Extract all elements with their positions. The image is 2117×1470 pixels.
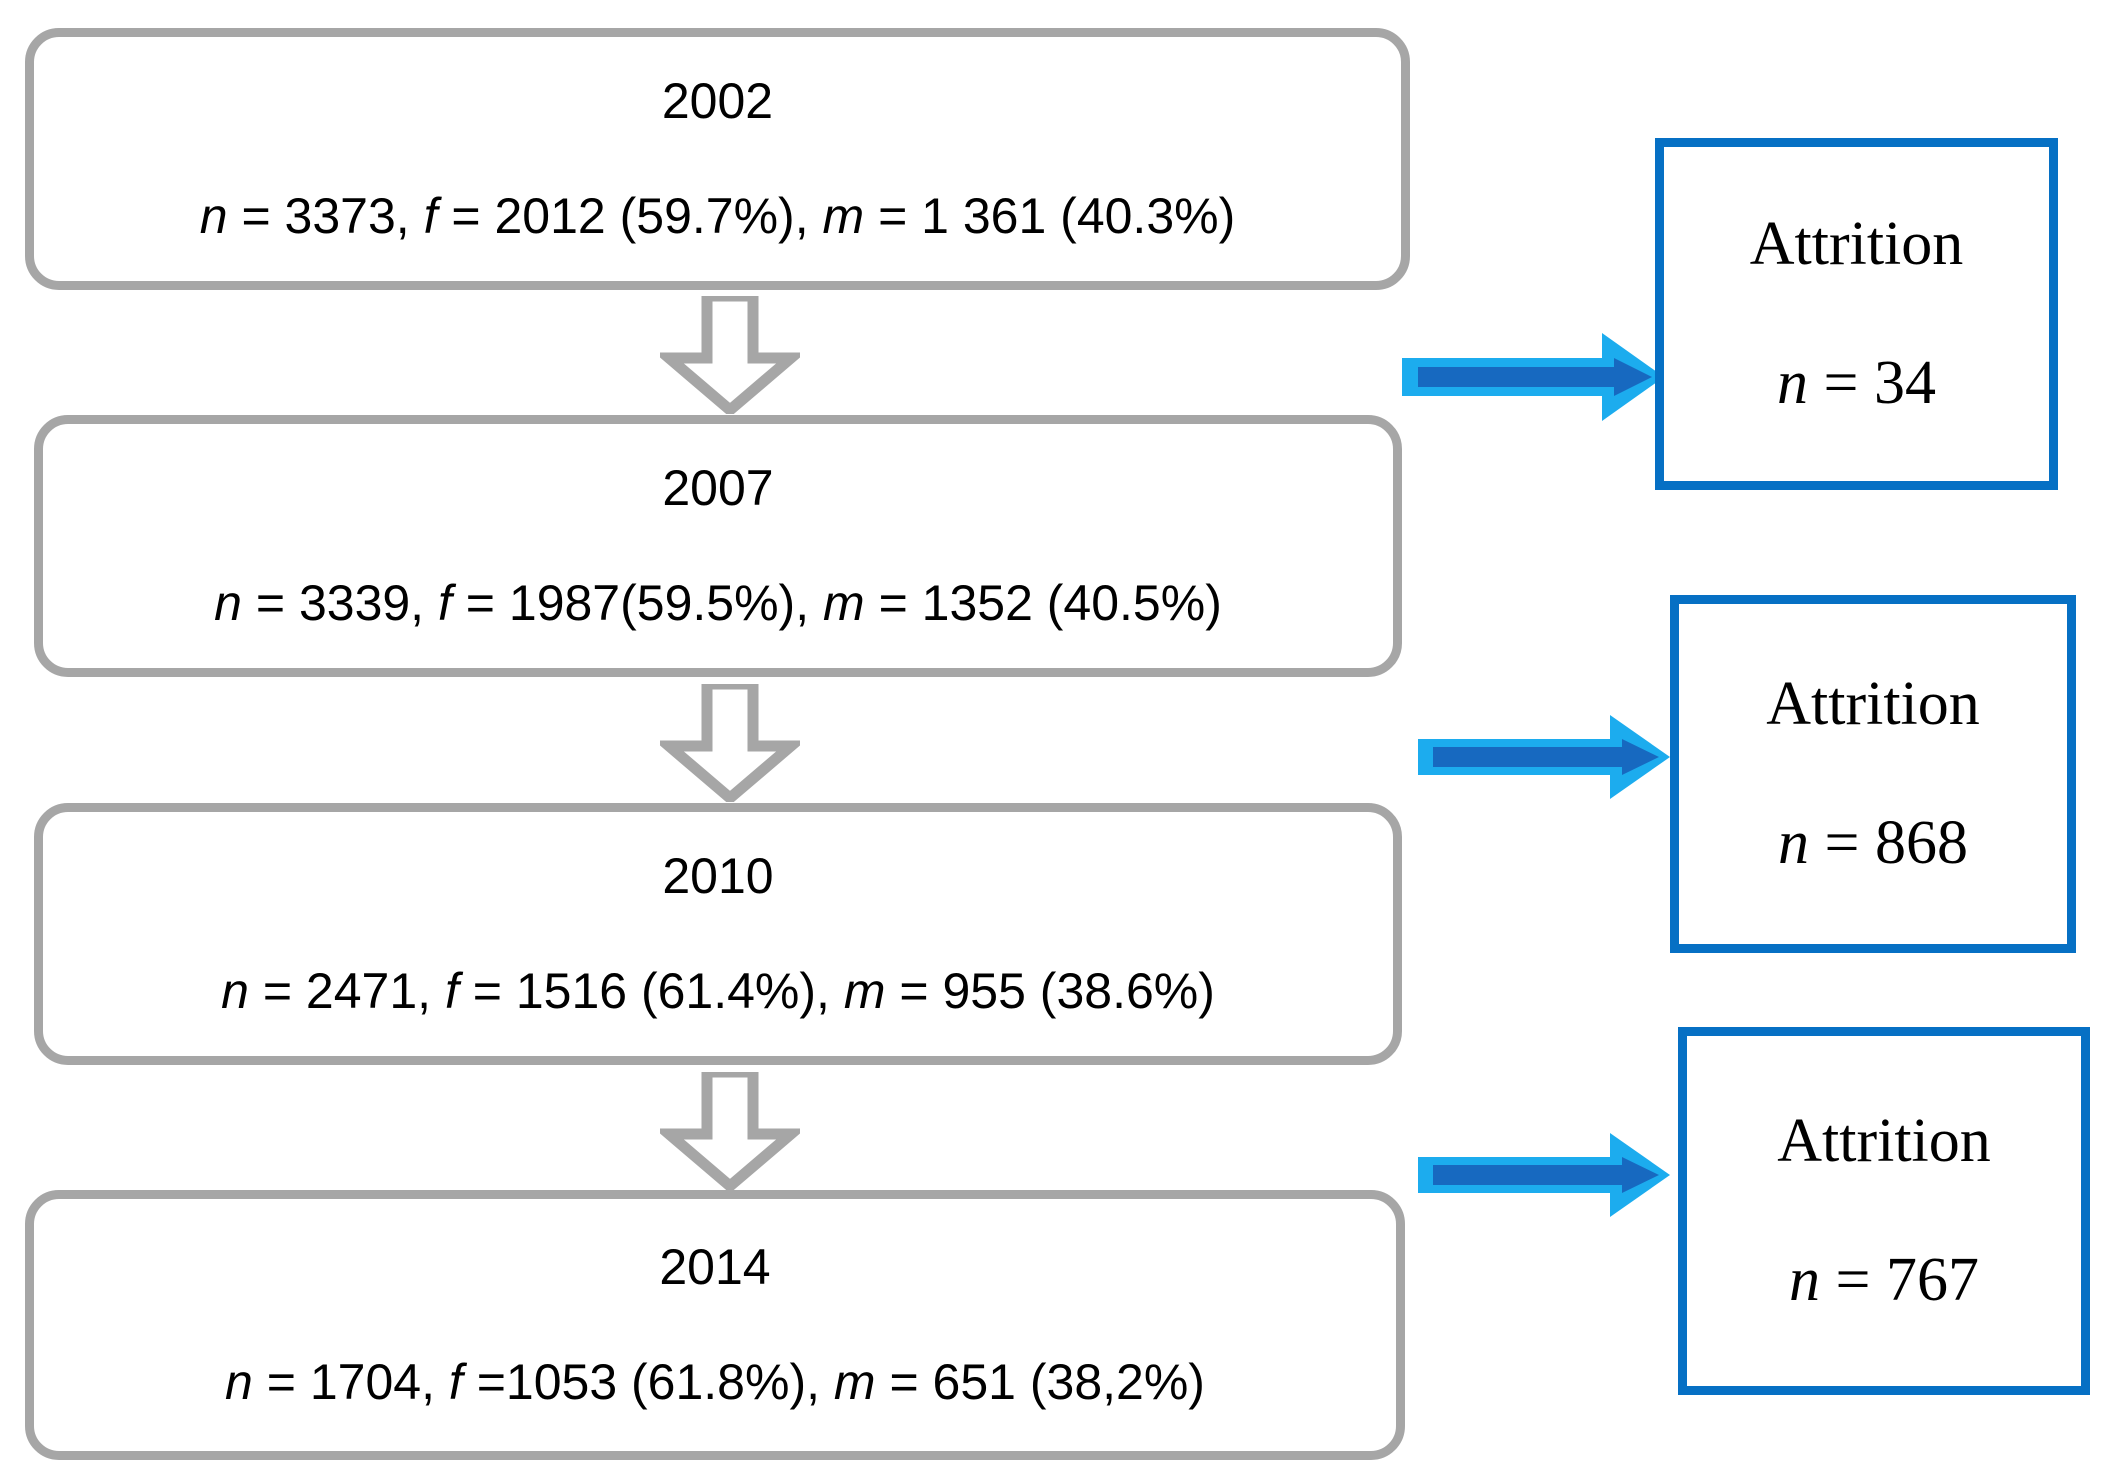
f-symbol: f <box>437 575 452 631</box>
m-symbol: m <box>833 1354 876 1410</box>
attrition-title: Attrition <box>1777 1106 1991 1175</box>
flow-box-2007: 2007 n = 3339, f = 1987(59.5%), m = 1352… <box>34 415 1402 677</box>
m-symbol: m <box>843 963 886 1019</box>
flow-box-year: 2010 <box>662 848 774 904</box>
n-symbol: n <box>1778 809 1810 877</box>
down-arrow-icon-2007-to-2010 <box>660 684 800 802</box>
attrition-box-1: Attrition n = 34 <box>1655 138 2058 490</box>
flow-box-stats: n = 2471, f = 1516 (61.4%), m = 955 (38.… <box>221 964 1215 1019</box>
f-value: = 1516 (61.4%), <box>472 963 830 1019</box>
down-arrow-icon-2002-to-2007 <box>660 296 800 414</box>
attrition-n: n = 868 <box>1778 809 1968 877</box>
n-symbol: n <box>225 1354 253 1410</box>
down-arrow-icon-2010-to-2014 <box>660 1072 800 1190</box>
n-value: = 767 <box>1835 1246 1979 1314</box>
flow-box-stats: n = 3339, f = 1987(59.5%), m = 1352 (40.… <box>214 576 1222 631</box>
flow-box-stats: n = 1704, f =1053 (61.8%), m = 651 (38,2… <box>225 1355 1205 1410</box>
n-symbol: n <box>221 963 249 1019</box>
n-symbol: n <box>1777 349 1809 417</box>
n-value: = 3339, <box>255 575 425 631</box>
n-symbol: n <box>199 188 228 244</box>
attrition-box-2: Attrition n = 868 <box>1670 595 2076 953</box>
n-value: = 868 <box>1824 809 1968 877</box>
flow-box-2010: 2010 n = 2471, f = 1516 (61.4%), m = 955… <box>34 803 1402 1065</box>
f-value: = 2012 (59.7%), <box>451 188 809 244</box>
flow-box-year: 2014 <box>659 1239 771 1295</box>
flow-box-year: 2007 <box>662 460 774 516</box>
n-value: = 3373, <box>241 188 410 244</box>
flow-box-2002: 2002 n = 3373, f = 2012 (59.7%), m = 1 3… <box>25 28 1410 290</box>
right-arrow-icon-attrition-2 <box>1418 715 1670 799</box>
f-symbol: f <box>444 963 459 1019</box>
n-symbol: n <box>1789 1246 1821 1314</box>
m-value: = 1352 (40.5%) <box>878 575 1222 631</box>
attrition-title: Attrition <box>1749 209 1964 278</box>
attrition-n: n = 34 <box>1777 349 1936 417</box>
m-symbol: m <box>823 575 865 631</box>
attrition-n: n = 767 <box>1789 1246 1979 1314</box>
m-value: = 955 (38.6%) <box>899 963 1215 1019</box>
attrition-box-3: Attrition n = 767 <box>1678 1027 2090 1395</box>
flow-box-2014: 2014 n = 1704, f =1053 (61.8%), m = 651 … <box>25 1190 1405 1460</box>
attrition-title: Attrition <box>1766 669 1980 738</box>
n-value: = 1704, <box>266 1354 435 1410</box>
flow-box-year: 2002 <box>661 73 774 129</box>
f-symbol: f <box>423 188 438 244</box>
m-symbol: m <box>822 188 865 244</box>
n-value: = 34 <box>1823 349 1936 417</box>
m-value: = 651 (38,2%) <box>889 1354 1205 1410</box>
f-value: = 1987(59.5%), <box>465 575 810 631</box>
m-value: = 1 361 (40.3%) <box>878 188 1236 244</box>
n-symbol: n <box>214 575 242 631</box>
right-arrow-icon-attrition-1 <box>1402 333 1664 421</box>
flow-box-stats: n = 3373, f = 2012 (59.7%), m = 1 361 (4… <box>200 189 1236 244</box>
f-symbol: f <box>448 1354 463 1410</box>
n-value: = 2471, <box>262 963 432 1019</box>
right-arrow-icon-attrition-3 <box>1418 1133 1670 1217</box>
f-value: =1053 (61.8%), <box>476 1354 820 1410</box>
